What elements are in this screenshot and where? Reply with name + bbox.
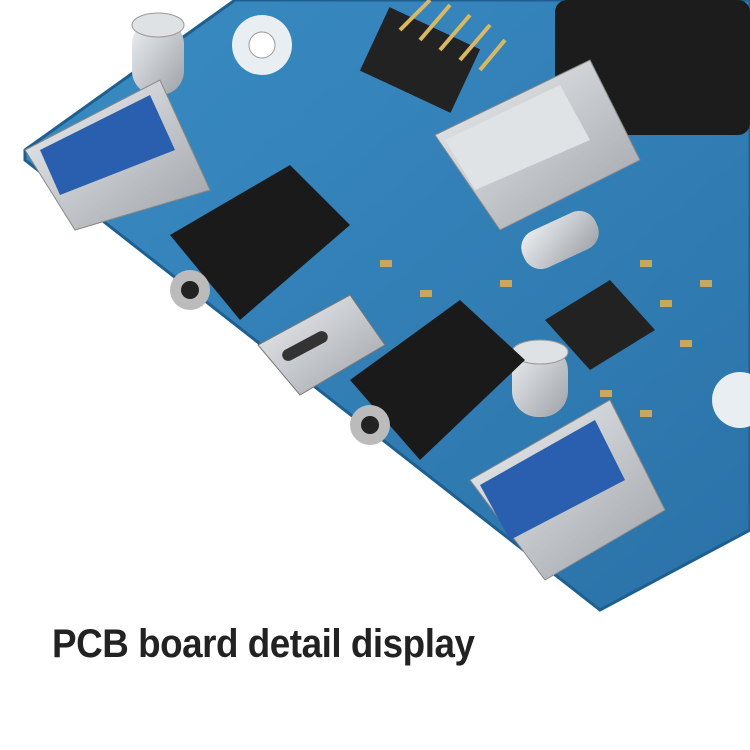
capacitor: [132, 20, 184, 95]
usb-port-bottom: [469, 399, 666, 581]
controller-chip: [545, 280, 655, 370]
caption: PCB board detail display: [52, 622, 475, 666]
audio-jack-2: [350, 300, 525, 460]
pcb-board-photo: [23, 0, 750, 612]
audio-jack-1: [170, 165, 350, 320]
capacitor: [512, 345, 568, 417]
smd-components: [380, 260, 712, 417]
mounting-hole: [712, 372, 750, 428]
usb-c-port: [257, 294, 386, 396]
usb-port-top: [434, 59, 641, 231]
usb-port-left: [24, 79, 211, 231]
crystal-oscillator: [521, 210, 599, 270]
pin-header: [359, 7, 481, 113]
